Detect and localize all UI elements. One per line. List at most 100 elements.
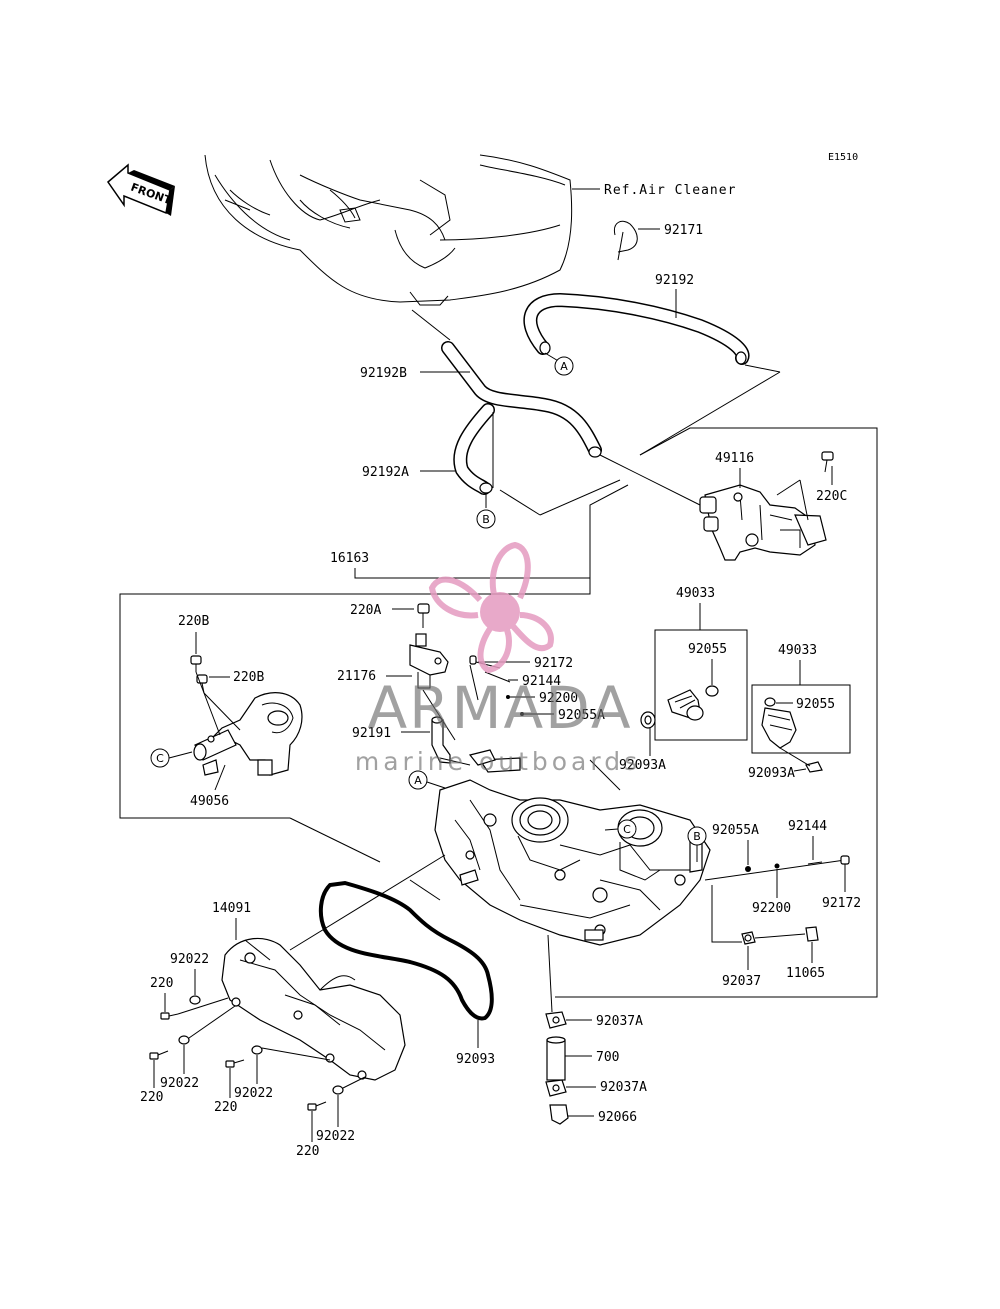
callout-92055-right: 92055 bbox=[796, 697, 835, 712]
callout-92022-1: 92022 bbox=[170, 952, 209, 967]
marker-c-mid: C bbox=[617, 819, 637, 839]
part-49116-valve bbox=[699, 484, 827, 561]
callout-14091: 14091 bbox=[212, 901, 251, 916]
armada-watermark-logo: ARMADA marine outboards bbox=[355, 541, 641, 776]
svg-text:C: C bbox=[156, 752, 164, 765]
part-14091-cover bbox=[221, 937, 406, 1081]
callout-700: 700 bbox=[596, 1050, 619, 1065]
part-220c-bolt bbox=[821, 451, 834, 473]
callout-92037a-lower: 92037A bbox=[600, 1080, 647, 1095]
callout-92093a-upper: 92093A bbox=[619, 758, 666, 773]
callout-220a: 220A bbox=[350, 603, 381, 618]
part-92192-hose bbox=[523, 292, 750, 365]
svg-text:A: A bbox=[560, 360, 568, 373]
callout-92066: 92066 bbox=[598, 1110, 637, 1125]
callout-92093a-right: 92093A bbox=[748, 766, 795, 781]
part-92171-clip bbox=[613, 220, 660, 261]
callout-16163: 16163 bbox=[330, 551, 369, 566]
callout-92055a-upper: 92055A bbox=[558, 708, 605, 723]
diagram-code: E1510 bbox=[828, 152, 858, 163]
part-49033-injector-right bbox=[761, 697, 797, 749]
callout-92144-lower: 92144 bbox=[788, 819, 827, 834]
callout-92171: 92171 bbox=[664, 223, 703, 238]
box-49033-left bbox=[654, 629, 748, 741]
callout-220-1: 220 bbox=[150, 976, 173, 991]
callout-92172-upper: 92172 bbox=[534, 656, 573, 671]
callout-11065: 11065 bbox=[786, 966, 825, 981]
svg-text:A: A bbox=[414, 774, 422, 787]
part-92022-washer-3 bbox=[251, 1045, 263, 1055]
part-220a-bolt bbox=[417, 603, 430, 628]
callout-92144-upper: 92144 bbox=[522, 674, 561, 689]
part-92037a-clamp-lower bbox=[545, 1079, 567, 1097]
watermark-brand: ARMADA bbox=[367, 674, 632, 742]
part-92093a-seal-upper bbox=[640, 711, 656, 729]
box-49033-right bbox=[751, 684, 851, 754]
svg-text:B: B bbox=[482, 513, 490, 526]
callout-92191: 92191 bbox=[352, 726, 391, 741]
air-cleaner-housing bbox=[204, 154, 573, 306]
marker-c-left: C bbox=[150, 748, 170, 768]
part-92200-washer-lower bbox=[774, 863, 780, 869]
callout-220c: 220C bbox=[816, 489, 847, 504]
part-92022-washer-4 bbox=[332, 1085, 344, 1095]
part-92144-spring-lower bbox=[807, 861, 823, 865]
part-92022-washer-2 bbox=[178, 1035, 190, 1045]
part-220b-bolt-upper bbox=[190, 655, 202, 672]
callout-220-3: 220 bbox=[214, 1100, 237, 1115]
part-92191-hose bbox=[431, 716, 451, 764]
part-92144-spring-upper bbox=[484, 671, 511, 683]
part-92022-washer-1 bbox=[189, 995, 201, 1005]
marker-a-top: A bbox=[554, 356, 574, 376]
part-92093-gasket bbox=[318, 880, 494, 1021]
part-49033-injector-left bbox=[667, 685, 719, 721]
callout-220-2: 220 bbox=[140, 1090, 163, 1105]
callout-92172-lower: 92172 bbox=[822, 896, 861, 911]
part-11065-cap bbox=[805, 926, 819, 942]
callout-ref-air-cleaner: Ref.Air Cleaner bbox=[604, 183, 736, 198]
part-220-screw-2 bbox=[149, 1050, 169, 1060]
callout-220b-lower: 220B bbox=[233, 670, 264, 685]
callout-49033-left: 49033 bbox=[676, 586, 715, 601]
callout-21176: 21176 bbox=[337, 669, 376, 684]
callout-92200-upper: 92200 bbox=[539, 691, 578, 706]
svg-text:C: C bbox=[623, 823, 631, 836]
callout-92192b: 92192B bbox=[360, 366, 407, 381]
part-92192b-hose bbox=[441, 341, 602, 458]
part-700-tube bbox=[546, 1036, 566, 1081]
part-92192a-hose bbox=[453, 403, 495, 495]
callout-92022-3: 92022 bbox=[234, 1086, 273, 1101]
part-throttle-body-assembly bbox=[434, 749, 711, 946]
part-49056-housing bbox=[193, 692, 303, 776]
part-92172-cap-lower bbox=[840, 855, 850, 865]
callout-92055a-lower: 92055A bbox=[712, 823, 759, 838]
watermark-tagline: marine outboards bbox=[355, 747, 641, 776]
part-92037-clamp bbox=[741, 931, 756, 945]
part-92037a-clamp-upper bbox=[545, 1011, 567, 1029]
marker-b-right: B bbox=[687, 826, 707, 846]
part-21176-sensor bbox=[409, 633, 449, 689]
front-arrow-icon: FRONT bbox=[106, 163, 175, 216]
part-220-screw-3 bbox=[225, 1059, 245, 1068]
part-92055a-oring-lower bbox=[745, 866, 751, 872]
callout-92055-left: 92055 bbox=[688, 642, 727, 657]
marker-a-mid: A bbox=[408, 770, 428, 790]
callout-49056: 49056 bbox=[190, 794, 229, 809]
callout-220b-upper: 220B bbox=[178, 614, 209, 629]
callout-92200-lower: 92200 bbox=[752, 901, 791, 916]
callout-92093: 92093 bbox=[456, 1052, 495, 1067]
callout-49033-right: 49033 bbox=[778, 643, 817, 658]
callout-92037a-upper: 92037A bbox=[596, 1014, 643, 1029]
propeller-logo-icon bbox=[428, 541, 554, 674]
callout-92037: 92037 bbox=[722, 974, 761, 989]
part-92093a-seal-right bbox=[805, 761, 823, 773]
part-92066-plug bbox=[549, 1104, 569, 1125]
marker-b-top: B bbox=[476, 509, 496, 529]
callout-92022-4: 92022 bbox=[316, 1129, 355, 1144]
callout-92022-2: 92022 bbox=[160, 1076, 199, 1091]
svg-text:B: B bbox=[693, 830, 701, 843]
callout-92192a: 92192A bbox=[362, 465, 409, 480]
part-220-screw-1 bbox=[160, 1012, 179, 1020]
